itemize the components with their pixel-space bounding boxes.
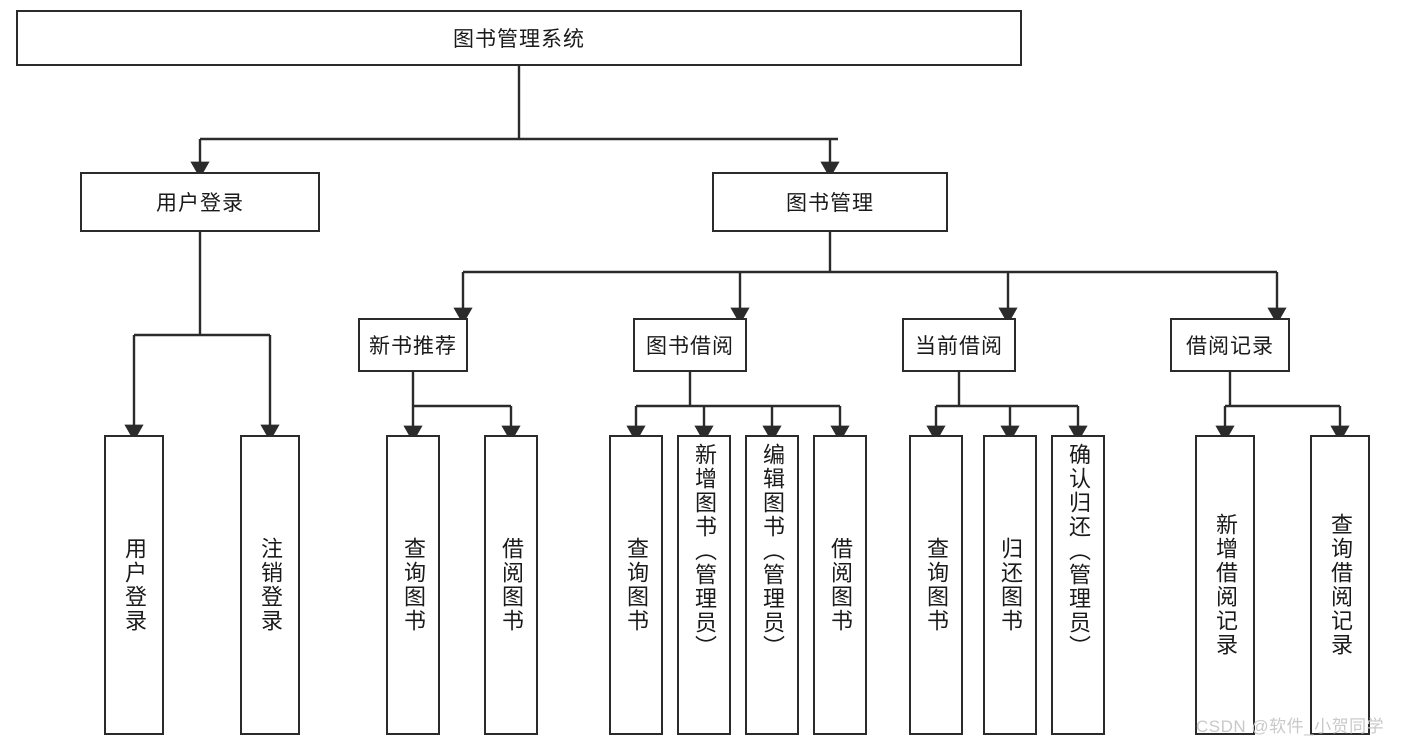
- leaf-logout[interactable]: 注销登录: [240, 435, 300, 735]
- leaf-query-book-current[interactable]: 查询图书: [909, 435, 963, 735]
- leaf-borrow-book-label: 借阅图书: [827, 537, 853, 633]
- node-current-borrow-label: 当前借阅: [915, 335, 1003, 358]
- node-user-login[interactable]: 用户登录: [80, 172, 320, 232]
- watermark-text: CSDN @软件_小贺同学: [1196, 717, 1385, 736]
- node-user-login-label: 用户登录: [156, 192, 244, 215]
- leaf-query-borrow-record[interactable]: 查询借阅记录: [1310, 435, 1370, 735]
- leaf-borrow-book-new[interactable]: 借阅图书: [484, 435, 538, 735]
- leaf-query-borrow-record-label: 查询借阅记录: [1327, 513, 1353, 657]
- node-book-borrow[interactable]: 图书借阅: [633, 318, 747, 372]
- node-new-book-recommend-label: 新书推荐: [369, 335, 457, 358]
- leaf-logout-label: 注销登录: [257, 537, 283, 633]
- leaf-add-book-admin[interactable]: 新增图书（管理员）: [677, 435, 731, 735]
- leaf-query-book-borrow[interactable]: 查询图书: [609, 435, 663, 735]
- leaf-query-book-new[interactable]: 查询图书: [386, 435, 440, 735]
- leaf-confirm-return-admin-label: 确认归还（管理员）: [1065, 443, 1091, 659]
- node-new-book-recommend[interactable]: 新书推荐: [358, 318, 468, 372]
- node-book-management-label: 图书管理: [786, 192, 874, 215]
- leaf-return-book-label: 归还图书: [997, 537, 1023, 633]
- leaf-confirm-return-admin[interactable]: 确认归还（管理员）: [1051, 435, 1105, 735]
- leaf-borrow-book[interactable]: 借阅图书: [813, 435, 867, 735]
- leaf-user-login-label: 用户登录: [121, 537, 147, 633]
- node-book-management[interactable]: 图书管理: [712, 172, 948, 232]
- node-current-borrow[interactable]: 当前借阅: [902, 318, 1016, 372]
- leaf-edit-book-admin-label: 编辑图书（管理员）: [759, 443, 785, 659]
- node-root-label: 图书管理系统: [453, 28, 585, 51]
- leaf-edit-book-admin[interactable]: 编辑图书（管理员）: [745, 435, 799, 735]
- leaf-query-book-current-label: 查询图书: [923, 537, 949, 633]
- leaf-return-book[interactable]: 归还图书: [983, 435, 1037, 735]
- leaf-user-login[interactable]: 用户登录: [104, 435, 164, 735]
- node-borrow-records[interactable]: 借阅记录: [1170, 318, 1290, 372]
- leaf-add-book-admin-label: 新增图书（管理员）: [691, 443, 717, 659]
- leaf-add-borrow-record-label: 新增借阅记录: [1212, 513, 1238, 657]
- leaf-query-book-borrow-label: 查询图书: [623, 537, 649, 633]
- leaf-borrow-book-new-label: 借阅图书: [498, 537, 524, 633]
- leaf-add-borrow-record[interactable]: 新增借阅记录: [1195, 435, 1255, 735]
- leaf-query-book-new-label: 查询图书: [400, 537, 426, 633]
- node-borrow-records-label: 借阅记录: [1186, 335, 1274, 358]
- node-root[interactable]: 图书管理系统: [16, 10, 1022, 66]
- node-book-borrow-label: 图书借阅: [646, 335, 734, 358]
